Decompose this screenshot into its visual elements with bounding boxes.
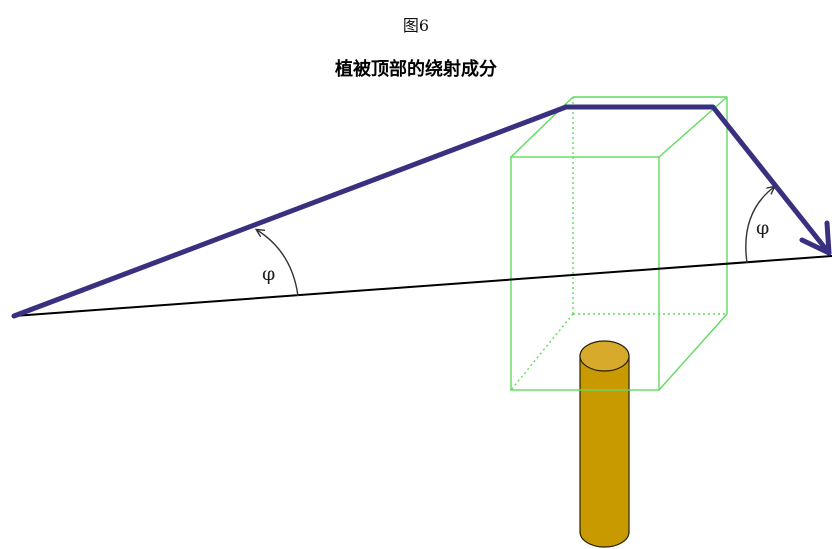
diffraction-ray-path [11,104,832,319]
box-bottom-right-connector [658,313,728,391]
box-hidden-edge-bottom-diag [510,313,574,391]
trunk-body [579,355,630,533]
angle-arc-left [257,230,299,297]
direct-baseline [13,255,832,317]
trunk-bottom-curve [579,531,630,548]
angle-arc-right [745,187,774,264]
ray-arrowhead [799,220,832,256]
box-front-face [510,156,660,391]
canopy-box [510,96,728,391]
tree-trunk [579,340,630,548]
figure-number: 图6 [402,16,430,35]
trunk-top [579,340,630,372]
figure-title: 植被顶部的绕射成分 [335,59,497,80]
angle-label-left: φ [262,263,275,285]
angle-label-right: φ [756,217,769,239]
